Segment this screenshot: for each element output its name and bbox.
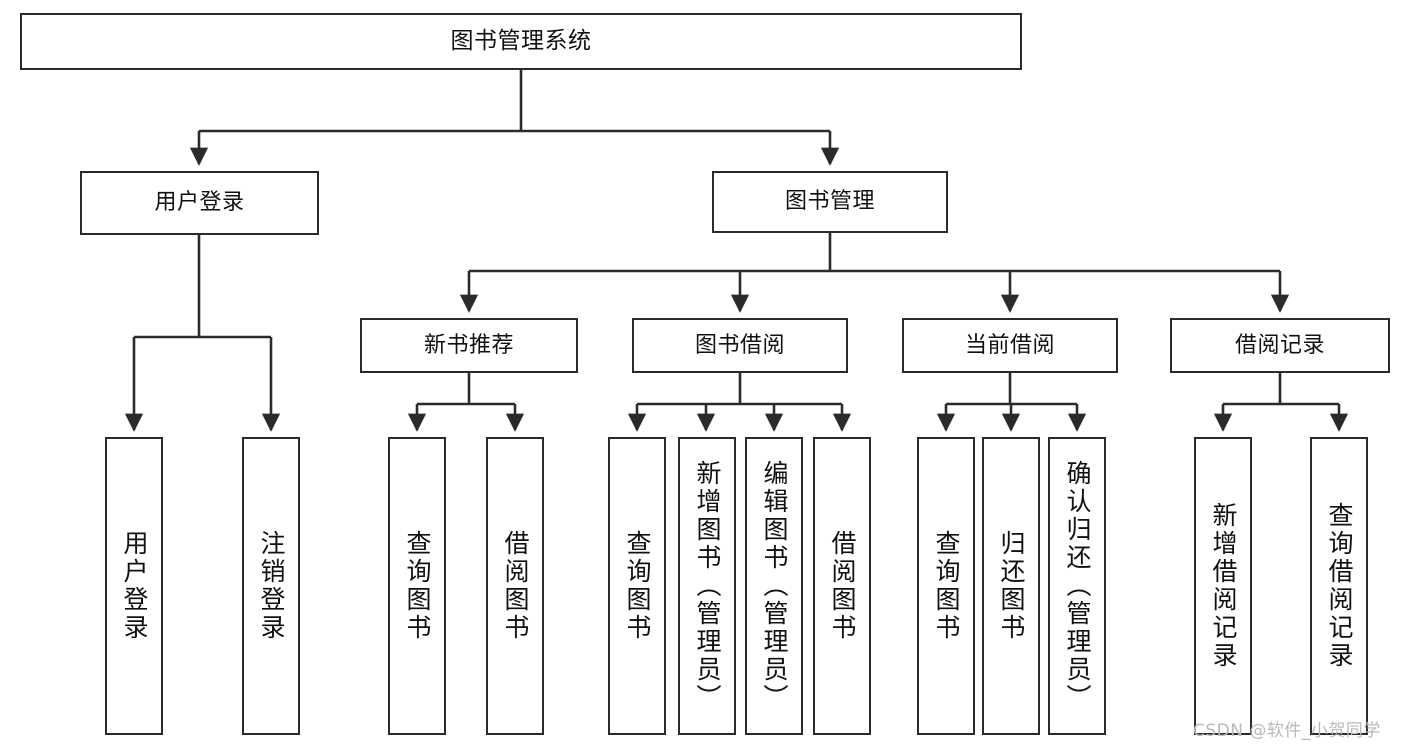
node-new-book-recommendation[interactable]: 新书推荐	[360, 318, 578, 373]
leaf-return-book[interactable]: 归还图书	[982, 437, 1040, 735]
node-label: 查询图书	[932, 530, 961, 642]
node-current-borrowing[interactable]: 当前借阅	[902, 318, 1118, 373]
node-label: 注销登录	[257, 530, 286, 642]
leaf-edit-book-admin[interactable]: 编辑图书（管理员）	[745, 437, 803, 735]
node-label: 图书管理系统	[450, 28, 592, 55]
leaf-query-book-current[interactable]: 查询图书	[917, 437, 975, 735]
node-book-borrowing[interactable]: 图书借阅	[632, 318, 848, 373]
node-label: 用户登录	[120, 530, 149, 642]
node-label: 借阅图书	[828, 530, 857, 642]
leaf-borrow-book-new-book[interactable]: 借阅图书	[486, 437, 544, 735]
node-root-book-management-system[interactable]: 图书管理系统	[20, 13, 1022, 70]
node-label: 图书借阅	[694, 332, 785, 358]
node-label: 查询图书	[623, 530, 652, 642]
node-label: 新增借阅记录	[1209, 502, 1238, 670]
leaf-borrow-book-borrowing[interactable]: 借阅图书	[813, 437, 871, 735]
node-label: 查询借阅记录	[1325, 502, 1354, 670]
leaf-add-borrow-record[interactable]: 新增借阅记录	[1194, 437, 1252, 735]
leaf-logout[interactable]: 注销登录	[242, 437, 300, 735]
leaf-query-book-new-book[interactable]: 查询图书	[388, 437, 446, 735]
node-label: 借阅记录	[1234, 332, 1325, 358]
node-book-management[interactable]: 图书管理	[712, 171, 948, 233]
node-label: 编辑图书（管理员）	[760, 460, 789, 712]
node-borrow-records[interactable]: 借阅记录	[1170, 318, 1390, 373]
node-label: 查询图书	[403, 530, 432, 642]
leaf-add-book-admin[interactable]: 新增图书（管理员）	[678, 437, 736, 735]
node-user-login[interactable]: 用户登录	[80, 171, 319, 235]
leaf-query-borrow-record[interactable]: 查询借阅记录	[1310, 437, 1368, 735]
node-label: 用户登录	[154, 190, 245, 216]
node-label: 借阅图书	[501, 530, 530, 642]
node-label: 归还图书	[997, 530, 1026, 642]
node-label: 确认归还（管理员）	[1063, 460, 1092, 712]
node-label: 新书推荐	[423, 332, 514, 358]
leaf-query-book-borrowing[interactable]: 查询图书	[608, 437, 666, 735]
csdn-watermark: CSDN @软件_小贺同学	[1193, 721, 1381, 741]
node-label: 图书管理	[784, 189, 875, 215]
leaf-user-login[interactable]: 用户登录	[105, 437, 163, 735]
leaf-confirm-return-admin[interactable]: 确认归还（管理员）	[1048, 437, 1106, 735]
node-label: 新增图书（管理员）	[693, 460, 722, 712]
node-label: 当前借阅	[964, 332, 1055, 358]
